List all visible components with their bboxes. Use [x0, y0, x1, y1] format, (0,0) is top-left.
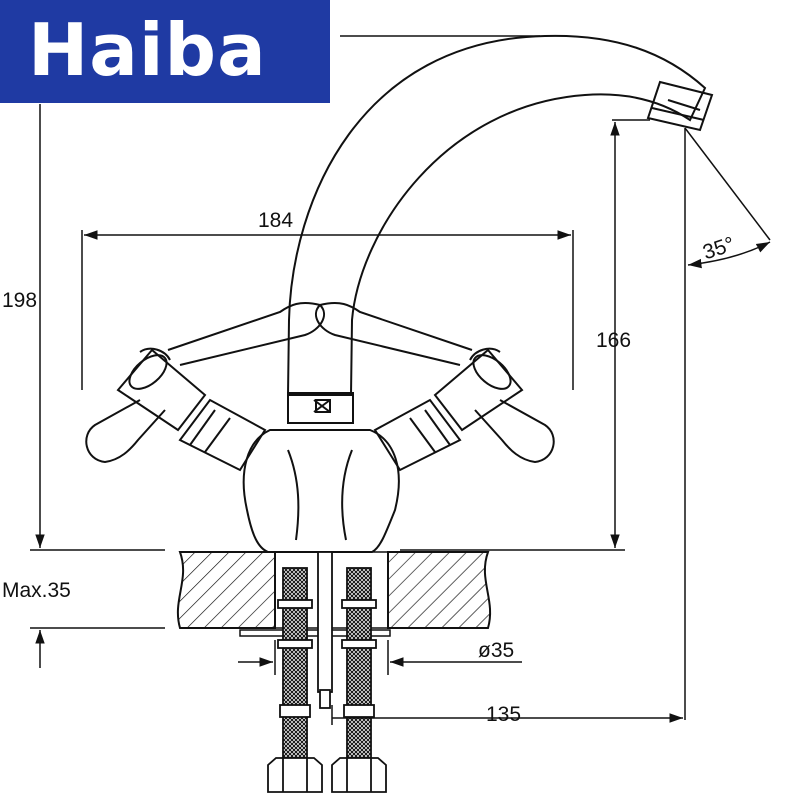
spout	[286, 34, 707, 396]
left-hose-nut	[267, 757, 323, 793]
faucet-outline	[85, 34, 714, 553]
right-valve	[315, 302, 555, 472]
right-handle-lower	[474, 399, 555, 464]
faucet-body	[242, 429, 400, 553]
spout-collar	[287, 392, 354, 424]
supply-hoses	[267, 551, 387, 793]
dimension-total-height: 198	[2, 289, 38, 312]
right-hose	[346, 567, 372, 759]
dimension-hole-diameter: ø35	[478, 639, 515, 662]
left-hose	[282, 567, 308, 759]
dimension-spout-reach: 135	[486, 703, 522, 726]
brand-logo: Haiba	[0, 0, 330, 103]
left-valve	[85, 302, 325, 472]
aerator	[646, 80, 714, 132]
right-handle-upper	[315, 302, 473, 366]
dimension-spout-height: 166	[596, 329, 632, 352]
counter-top	[176, 551, 492, 637]
dimension-counter-thickness: Max.35	[2, 579, 71, 602]
dimension-width-handles: 184	[258, 209, 294, 232]
right-hose-nut	[331, 757, 387, 793]
dimension-lines	[30, 35, 771, 725]
brand-name: Haiba	[28, 8, 267, 92]
left-handle-upper	[167, 302, 325, 366]
left-handle-lower	[85, 399, 166, 464]
